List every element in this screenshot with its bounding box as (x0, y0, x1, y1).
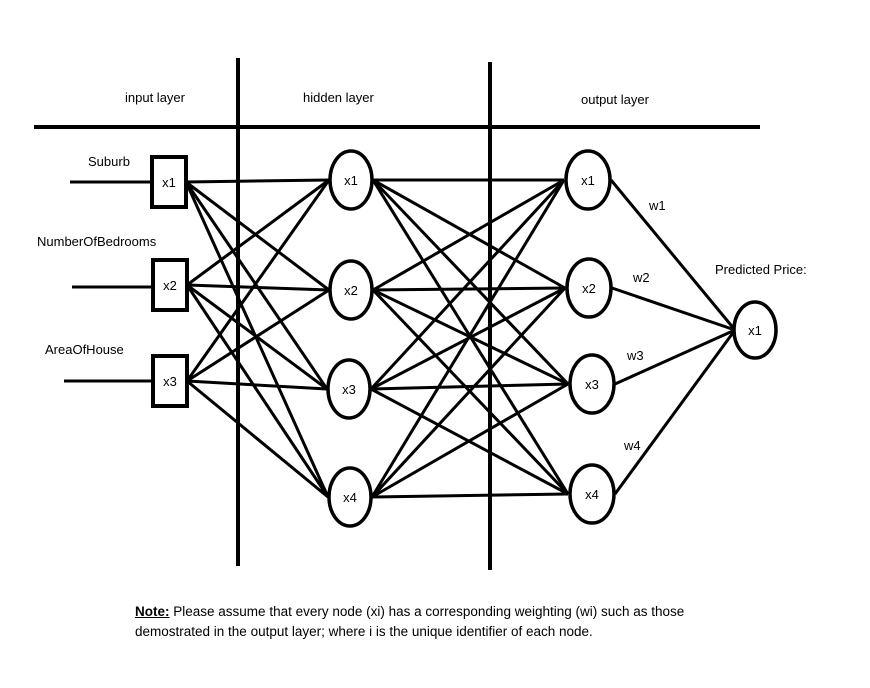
output-node-4 (568, 463, 616, 525)
feature-label-1: Suburb (88, 154, 130, 169)
weight-label-3: w3 (626, 348, 644, 363)
input-node-label-3: x3 (163, 374, 177, 389)
output-node-3-label: x3 (585, 377, 599, 392)
edge-in2-h2 (186, 283, 330, 292)
edge-in3-h3 (186, 379, 328, 391)
hidden-node-4 (327, 466, 373, 528)
header-output-layer: output layer (581, 92, 650, 107)
nodes (150, 149, 778, 528)
note-text: Please assume that every node (xi) has a… (135, 604, 685, 639)
hidden-node-3 (326, 358, 372, 420)
feature-label-2: NumberOfBedrooms (37, 234, 157, 249)
edge-o1-final (609, 179, 737, 331)
hidden-node-1-label: x1 (344, 173, 358, 188)
output-node-3 (568, 353, 616, 415)
hidden-node-2 (328, 259, 374, 321)
edge-h3-o3 (370, 382, 569, 391)
weight-label-1: w1 (648, 198, 666, 213)
edge-in2-h4 (185, 284, 330, 498)
connections (64, 178, 737, 499)
feature-label-3: AreaOfHouse (45, 342, 124, 357)
edge-h2-o2 (372, 286, 566, 292)
edge-in1-h2 (185, 180, 330, 292)
output-node-1-label: x1 (581, 173, 595, 188)
hidden-node-1 (328, 149, 374, 211)
hidden-node-3-label: x3 (342, 382, 356, 397)
input-node-1 (150, 155, 188, 209)
input-node-label-1: x1 (162, 175, 176, 190)
input-node-label-2: x2 (163, 278, 177, 293)
edge-in3-h1 (185, 179, 331, 382)
final-node-label: x1 (748, 323, 762, 338)
final-node (732, 300, 778, 360)
weight-label-2: w2 (632, 270, 650, 285)
edge-h3-o1 (369, 178, 566, 391)
input-node-2 (151, 258, 189, 312)
footnote: Note: Please assume that every node (xi)… (135, 602, 735, 642)
edge-h2-o1 (372, 178, 565, 292)
edge-in2-h1 (186, 178, 330, 287)
edge-h4-o4 (371, 492, 569, 499)
edge-o2-final (611, 286, 736, 332)
edge-in1-h1 (185, 178, 330, 184)
output-node-1 (564, 149, 612, 211)
hidden-node-4-label: x4 (343, 490, 357, 505)
edge-o4-final (613, 329, 737, 495)
header-input-layer: input layer (125, 90, 186, 105)
edge-in1-h4 (184, 181, 330, 498)
edge-in1-h3 (184, 181, 329, 390)
weight-label-4: w4 (623, 438, 641, 453)
input-node-3 (151, 354, 189, 408)
edge-in3-h4 (186, 379, 329, 499)
edge-h4-o3 (371, 382, 569, 499)
predicted-price-label: Predicted Price: (715, 262, 807, 277)
output-node-2 (565, 257, 613, 319)
edge-h4-o2 (370, 286, 567, 499)
output-node-2-label: x2 (582, 281, 596, 296)
header-hidden-layer: hidden layer (303, 90, 374, 105)
edge-o3-final (614, 328, 736, 386)
edge-in3-h2 (186, 288, 330, 383)
note-label: Note: (135, 604, 170, 619)
hidden-node-2-label: x2 (344, 283, 358, 298)
edge-h4-o1 (370, 179, 566, 498)
output-node-4-label: x4 (585, 487, 599, 502)
